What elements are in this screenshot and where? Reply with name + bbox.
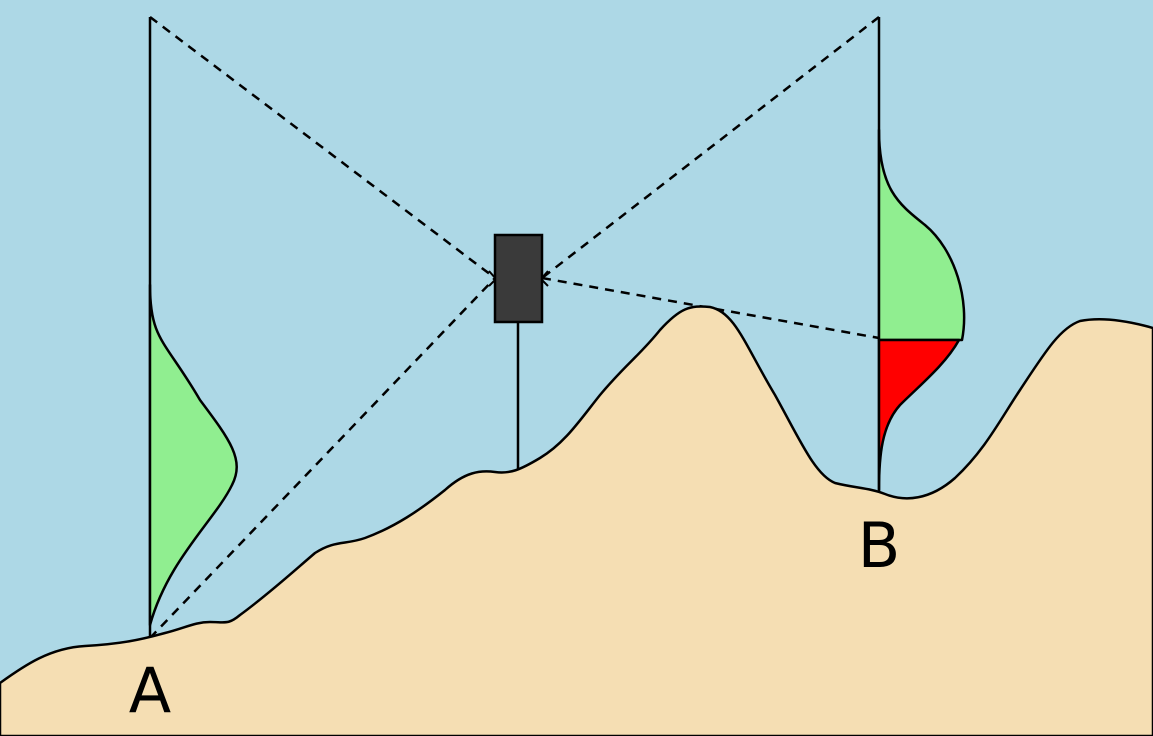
distribution-a-visible — [148, 283, 238, 627]
sight-lines — [149, 16, 880, 639]
point-b-label: B — [858, 509, 901, 582]
sight-line-a-ground — [149, 277, 496, 639]
distribution-b-hidden — [877, 338, 961, 492]
sight-line-b-top — [541, 16, 880, 279]
sight-line-a-top — [149, 16, 496, 279]
instrument-box — [493, 233, 544, 324]
distribution-b-visible — [877, 128, 966, 342]
terrain — [0, 305, 1153, 736]
point-a-label: A — [129, 654, 171, 727]
